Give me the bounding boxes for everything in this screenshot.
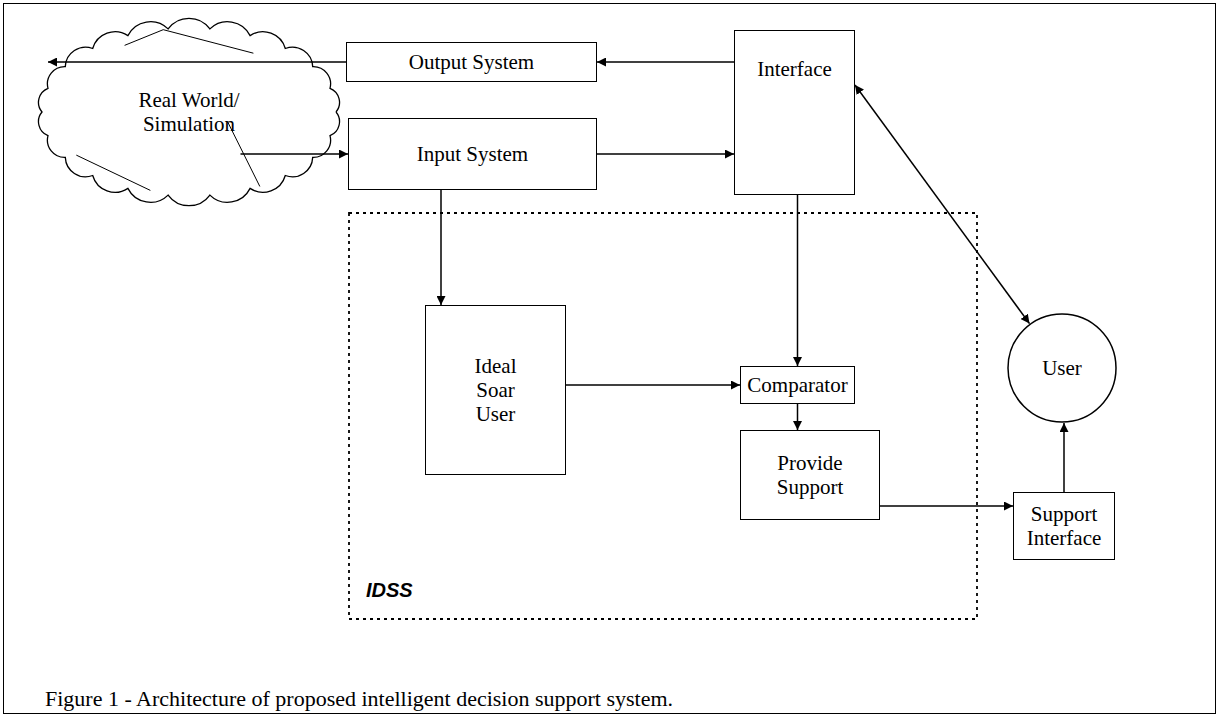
arrow-connector (855, 85, 1030, 324)
world-cloud: Real World/ Simulation (28, 14, 350, 210)
region-label: IDSS (366, 578, 413, 602)
arrow-connector (48, 61, 346, 63)
figure-caption: Figure 1 - Architecture of proposed inte… (45, 686, 673, 712)
node-label: User (1042, 356, 1082, 380)
process-box: Provide Support (740, 430, 880, 520)
node-label: Real World/ Simulation (124, 88, 254, 136)
node-label: Comparator (747, 373, 847, 397)
interface-box: Interface (734, 30, 855, 195)
arrow-connector (566, 384, 740, 386)
arrow-connector (440, 190, 442, 305)
arrow-connector (797, 404, 799, 430)
idss-region: IDSS Ideal Soar User ComparatorProvide Sup… (348, 212, 978, 620)
process-box: Comparator (740, 366, 855, 404)
user-circle: User (1007, 313, 1117, 423)
node-label: Interface (757, 57, 832, 81)
arrow-connector (241, 153, 349, 155)
process-box: Output System (346, 42, 597, 82)
node-label: Support Interface (1022, 502, 1107, 550)
node-label: Ideal Soar User (466, 354, 526, 426)
node-label: Input System (417, 142, 528, 166)
node-label: Output System (409, 50, 534, 74)
arrow-connector (597, 61, 734, 63)
process-box: Support Interface (1013, 492, 1115, 560)
node-label: Provide Support (773, 451, 848, 499)
arrow-connector (597, 153, 734, 155)
process-box: Ideal Soar User (425, 305, 566, 475)
arrow-connector (1063, 423, 1065, 492)
arrow-connector (880, 505, 1013, 507)
arrow-connector (797, 195, 799, 366)
process-box: Input System (348, 118, 597, 190)
